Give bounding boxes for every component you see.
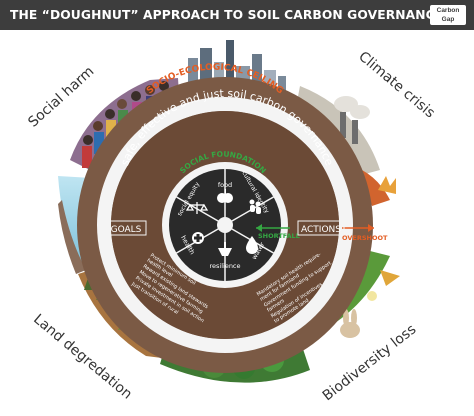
- goals-badge: GOALS: [105, 220, 147, 236]
- health-cross-icon: [192, 232, 204, 244]
- actions-label: ACTIONS: [301, 225, 341, 235]
- people-icon: [249, 199, 261, 214]
- logo-text-carbon: Carbon: [436, 7, 460, 14]
- goals-label: GOALS: [111, 225, 142, 235]
- water-drop-icon: [246, 236, 258, 254]
- actions-badge: ACTIONS: [297, 220, 345, 236]
- carbon-gap-logo: Carbon Gap: [430, 5, 466, 25]
- corner-label-social-harm: Social harm: [25, 63, 97, 130]
- corner-label-biodiversity-loss: Biodiversity loss: [320, 321, 420, 404]
- overshoot-marker: OVERSHOOT: [342, 224, 388, 242]
- segment-label-food: food: [218, 181, 232, 189]
- ceiling-band: [97, 97, 353, 353]
- segment-label-resilience: resilience: [209, 262, 240, 270]
- overshoot-label: OVERSHOOT: [342, 234, 388, 242]
- center-hub: [217, 217, 233, 233]
- scales-icon: [185, 202, 209, 214]
- header-bar: THE “DOUGHNUT” APPROACH TO SOIL CARBON G…: [0, 0, 474, 30]
- page-title: THE “DOUGHNUT” APPROACH TO SOIL CARBON G…: [10, 8, 444, 22]
- doughnut-diagram: SOCIO-ECOLOGICAL CEILING safe, effective…: [25, 40, 438, 404]
- shortfall-label: SHORTFALL: [258, 232, 300, 240]
- apple-icon: [217, 189, 233, 203]
- logo-text-gap: Gap: [441, 16, 455, 23]
- resilience-icon: [218, 242, 232, 256]
- shortfall-marker: SHORTFALL: [256, 224, 300, 240]
